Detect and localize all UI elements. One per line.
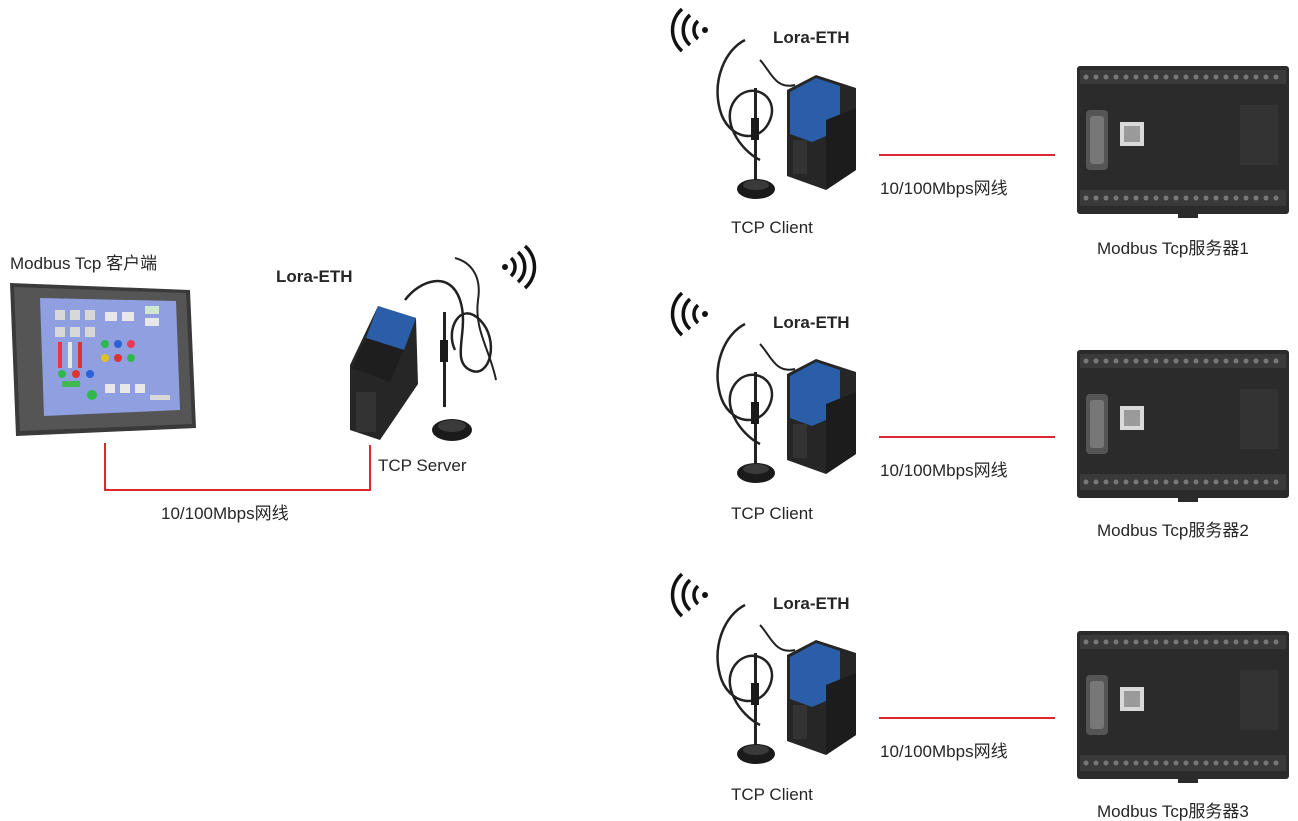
node3-antenna <box>718 605 795 764</box>
node2-signal-icon <box>673 293 708 335</box>
node3-gateway-device <box>787 640 856 755</box>
node3-group <box>673 574 1289 783</box>
node2-plc-device <box>1077 350 1289 502</box>
node3-plc-device <box>1077 631 1289 783</box>
node3-signal-icon <box>673 574 708 616</box>
node1-gateway-device <box>787 75 856 190</box>
node1-antenna <box>718 40 795 199</box>
node1-signal-icon <box>673 9 708 51</box>
node1-group <box>673 9 1289 218</box>
node2-group <box>673 293 1289 502</box>
node2-gateway-device <box>787 359 856 474</box>
node2-antenna <box>718 324 795 483</box>
node1-plc-device <box>1077 66 1289 218</box>
